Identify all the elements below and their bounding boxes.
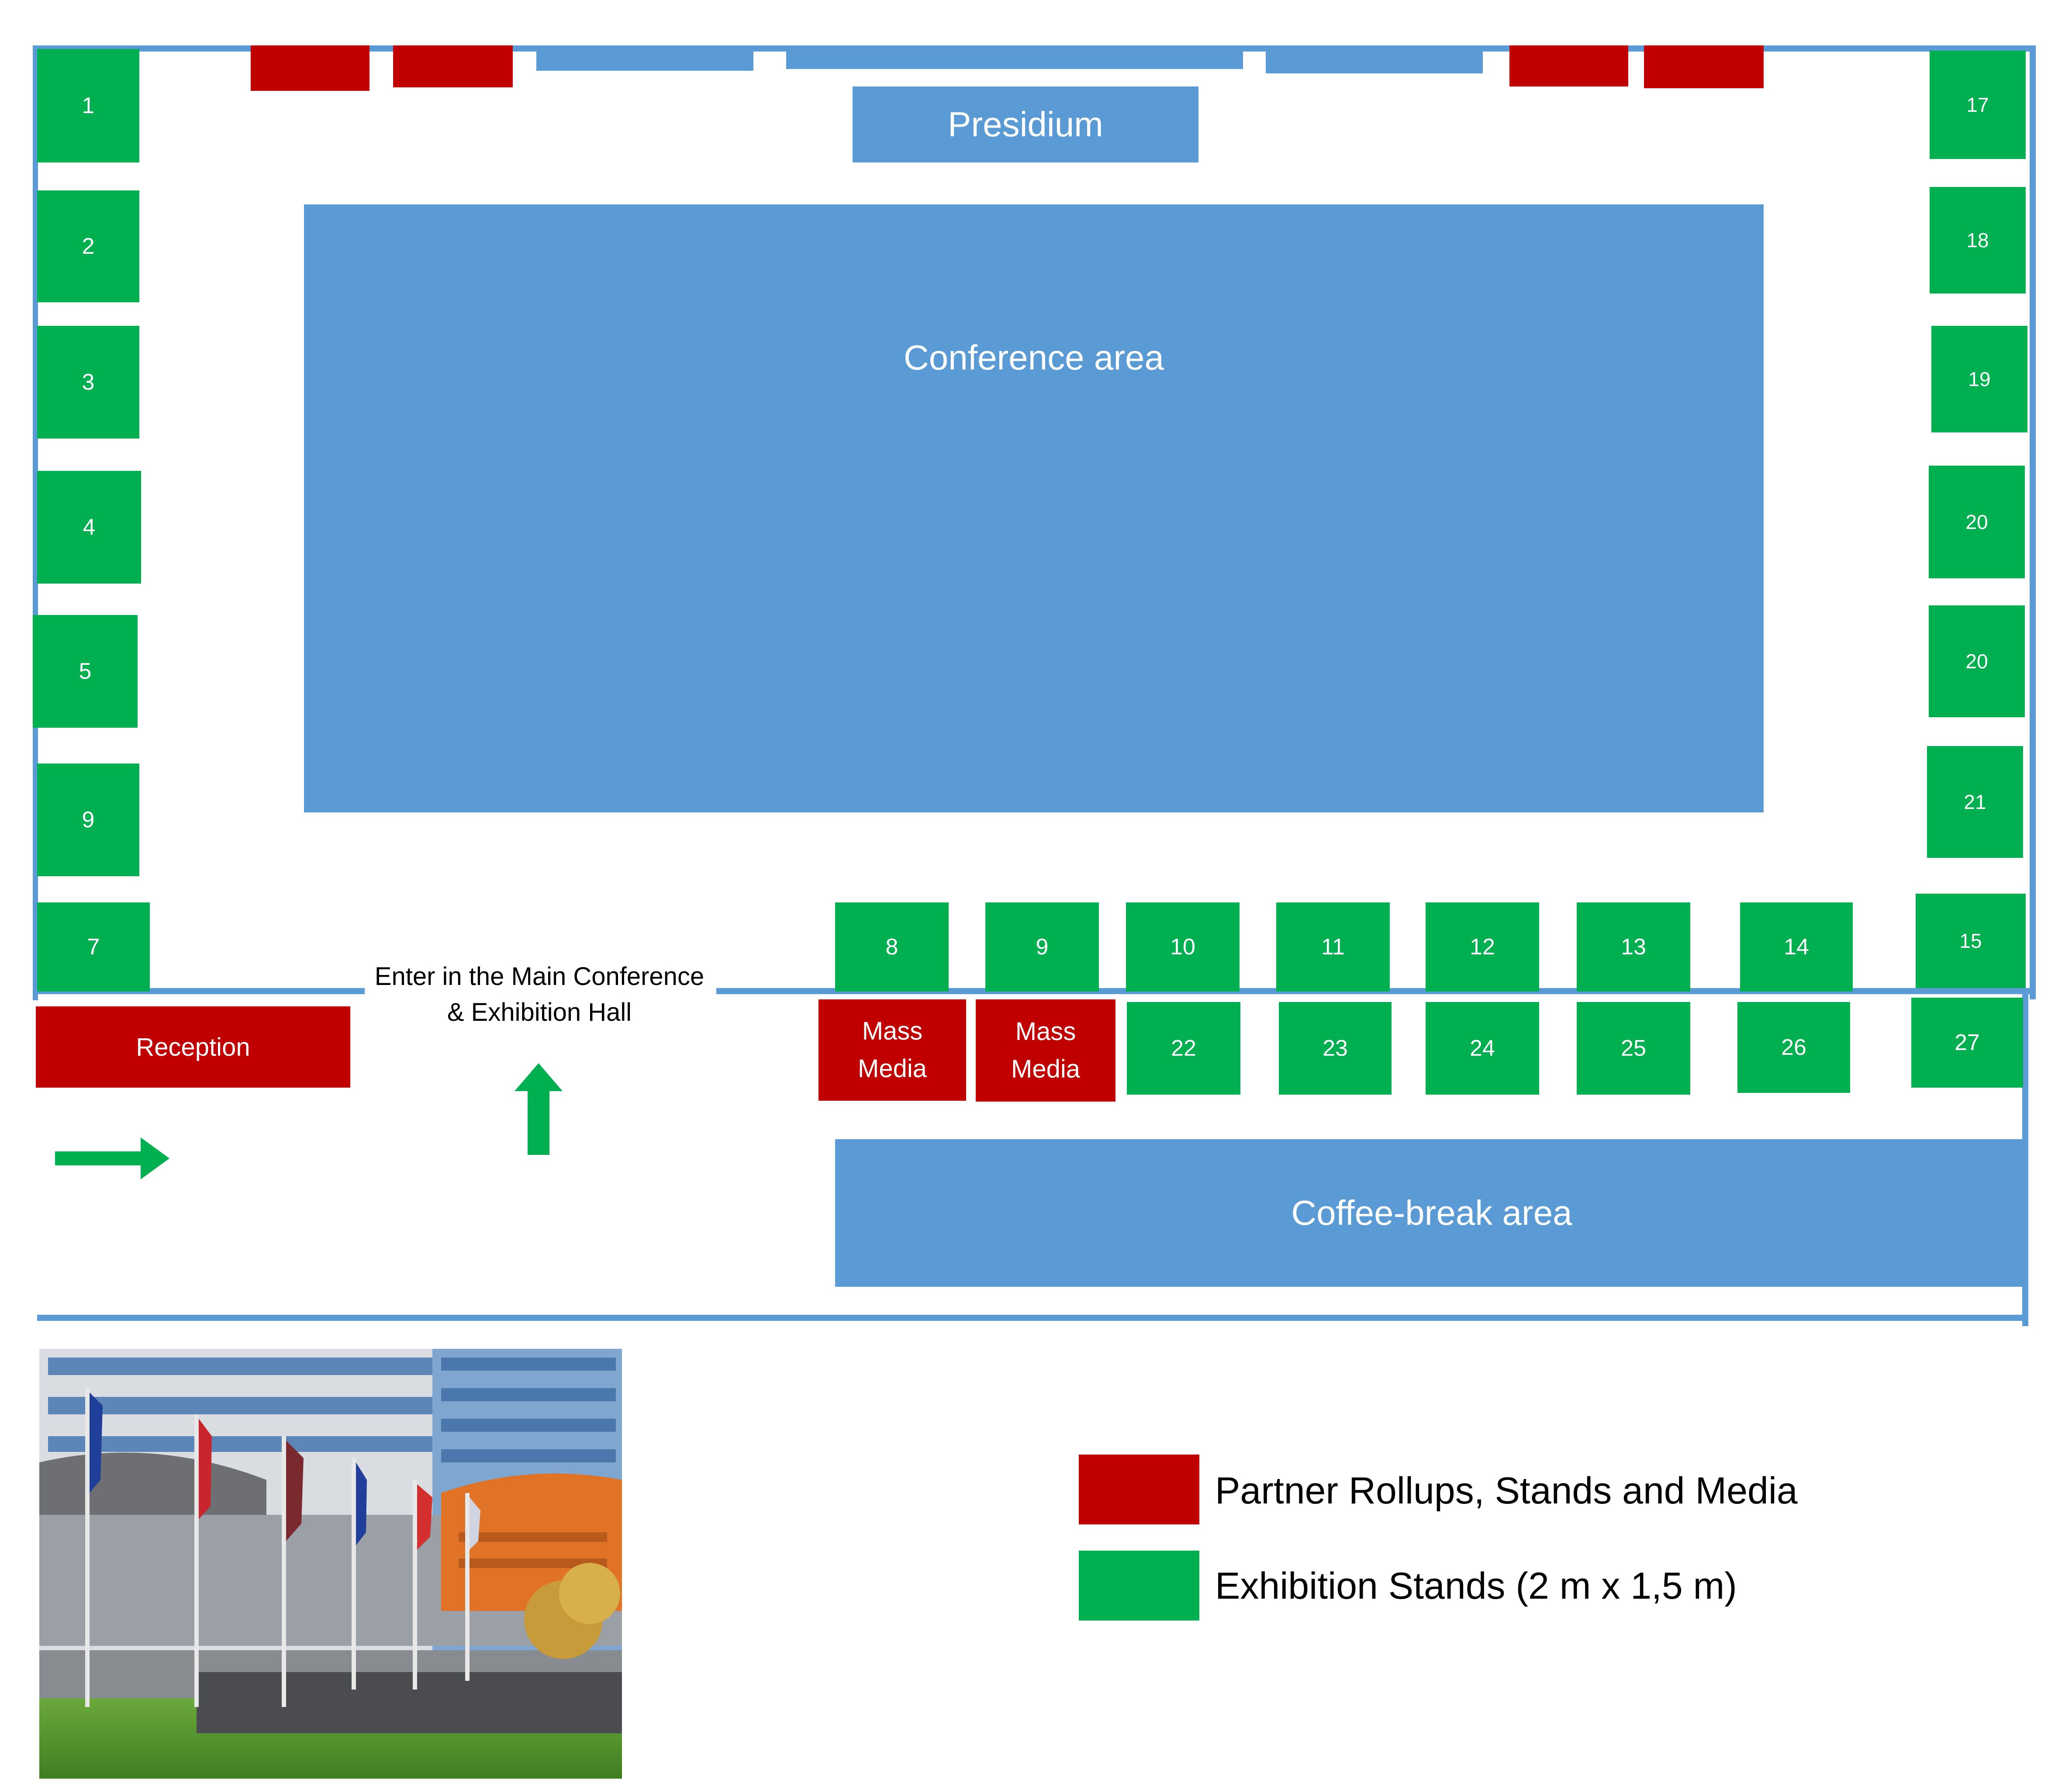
- reception-label: Reception: [136, 1033, 250, 1061]
- stand-number: 13: [1621, 934, 1646, 960]
- stand[interactable]: 9: [985, 902, 1099, 992]
- coffee-break-area: Coffee-break area: [835, 1139, 2028, 1287]
- presidium-label: Presidium: [948, 105, 1103, 144]
- stand[interactable]: 22: [1127, 1002, 1240, 1095]
- stand-number: 9: [82, 807, 95, 833]
- building-wall-bottom: [37, 1315, 2028, 1321]
- arrow-up-icon: [515, 1063, 563, 1155]
- stand[interactable]: 12: [1426, 902, 1539, 992]
- stand-number: 26: [1781, 1035, 1806, 1060]
- stand-number: 19: [1968, 368, 1991, 390]
- stand[interactable]: 7: [37, 902, 150, 992]
- stand-number: 8: [885, 934, 898, 960]
- stand-number: 7: [87, 934, 100, 960]
- coffee-break-label: Coffee-break area: [1291, 1193, 1572, 1232]
- stand[interactable]: 10: [1126, 902, 1240, 992]
- stand-number: 20: [1965, 650, 1988, 673]
- stand-number: 25: [1621, 1036, 1646, 1061]
- top-panel: [786, 45, 1243, 69]
- partner-rollup: [251, 45, 370, 91]
- stand-number: 21: [1964, 791, 1986, 813]
- partner-rollup: [1644, 45, 1764, 88]
- stand[interactable]: 19: [1931, 326, 2027, 432]
- stand[interactable]: 13: [1577, 902, 1690, 992]
- top-panel: [1266, 45, 1483, 73]
- conference-area-label: Conference area: [904, 338, 1164, 377]
- arrow-right-icon: [55, 1137, 169, 1179]
- stand-number: 17: [1966, 93, 1989, 116]
- entrance-text: Enter in the Main Conference & Exhibitio…: [374, 962, 704, 1026]
- legend-label-partner: Partner Rollups, Stands and Media: [1215, 1470, 1798, 1512]
- stand-number: 5: [79, 659, 92, 684]
- stand-number: 27: [1955, 1030, 1980, 1055]
- stand[interactable]: 14: [1740, 902, 1853, 992]
- stand[interactable]: 25: [1577, 1002, 1690, 1095]
- stand[interactable]: 20: [1929, 605, 2025, 717]
- stand-number: 24: [1470, 1036, 1495, 1061]
- legend: Partner Rollups, Stands and Media Exhibi…: [1079, 1455, 1821, 1629]
- stand[interactable]: 23: [1279, 1002, 1392, 1095]
- stand[interactable]: 8: [835, 902, 949, 992]
- legend-label-exhibition: Exhibition Stands (2 m x 1,5 m): [1215, 1565, 1737, 1607]
- stand[interactable]: 20: [1929, 466, 2025, 578]
- partner-rollup: [393, 45, 513, 87]
- stand[interactable]: 9: [37, 764, 139, 876]
- reception-desk[interactable]: Reception: [36, 1006, 350, 1088]
- legend-swatch-partner: [1079, 1455, 1199, 1524]
- stand-number: 22: [1171, 1036, 1196, 1061]
- stand[interactable]: 17: [1930, 51, 2026, 159]
- stand-number: 1: [82, 93, 95, 118]
- stand-number: 12: [1470, 934, 1495, 960]
- hall-wall-right: [2030, 45, 2036, 999]
- stand-number: 15: [1959, 930, 1982, 952]
- mass-media-label: Mass Media: [1011, 1017, 1080, 1083]
- stand[interactable]: 11: [1276, 902, 1390, 992]
- mass-media-stand[interactable]: Mass Media: [818, 999, 966, 1101]
- stand[interactable]: 26: [1737, 1002, 1850, 1093]
- stand-number: 14: [1784, 934, 1809, 960]
- stand[interactable]: 2: [37, 190, 139, 302]
- stand[interactable]: 4: [37, 471, 141, 584]
- stand-number: 2: [82, 234, 95, 259]
- mass-media-label: Mass Media: [858, 1017, 927, 1083]
- stand-number: 9: [1036, 934, 1049, 960]
- presidium: Presidium: [853, 86, 1198, 162]
- mass-media-stand[interactable]: Mass Media: [976, 999, 1115, 1102]
- stand[interactable]: 18: [1930, 187, 2026, 294]
- top-panel: [536, 45, 753, 71]
- stand-number: 18: [1966, 229, 1989, 252]
- stand[interactable]: 1: [37, 49, 139, 162]
- stand[interactable]: 5: [33, 615, 138, 728]
- hall-wall-left: [33, 45, 38, 1000]
- legend-swatch-exhibition: [1079, 1551, 1199, 1621]
- stand-number: 3: [82, 370, 95, 395]
- stand-number: 23: [1323, 1036, 1348, 1061]
- stand[interactable]: 3: [37, 326, 139, 439]
- stand[interactable]: 24: [1426, 1002, 1539, 1095]
- venue-photo: [39, 1349, 622, 1779]
- stand[interactable]: 21: [1927, 746, 2023, 858]
- partner-rollup: [1509, 45, 1628, 86]
- conference-area: Conference area: [304, 204, 1764, 812]
- stand-number: 20: [1965, 511, 1988, 533]
- entrance-label: Enter in the Main Conference & Exhibitio…: [371, 936, 708, 1054]
- stand-number: 4: [83, 515, 96, 540]
- stand-number: 10: [1170, 934, 1195, 960]
- stand[interactable]: 27: [1911, 998, 2023, 1088]
- stand-number: 11: [1321, 934, 1345, 960]
- stand[interactable]: 15: [1916, 894, 2026, 988]
